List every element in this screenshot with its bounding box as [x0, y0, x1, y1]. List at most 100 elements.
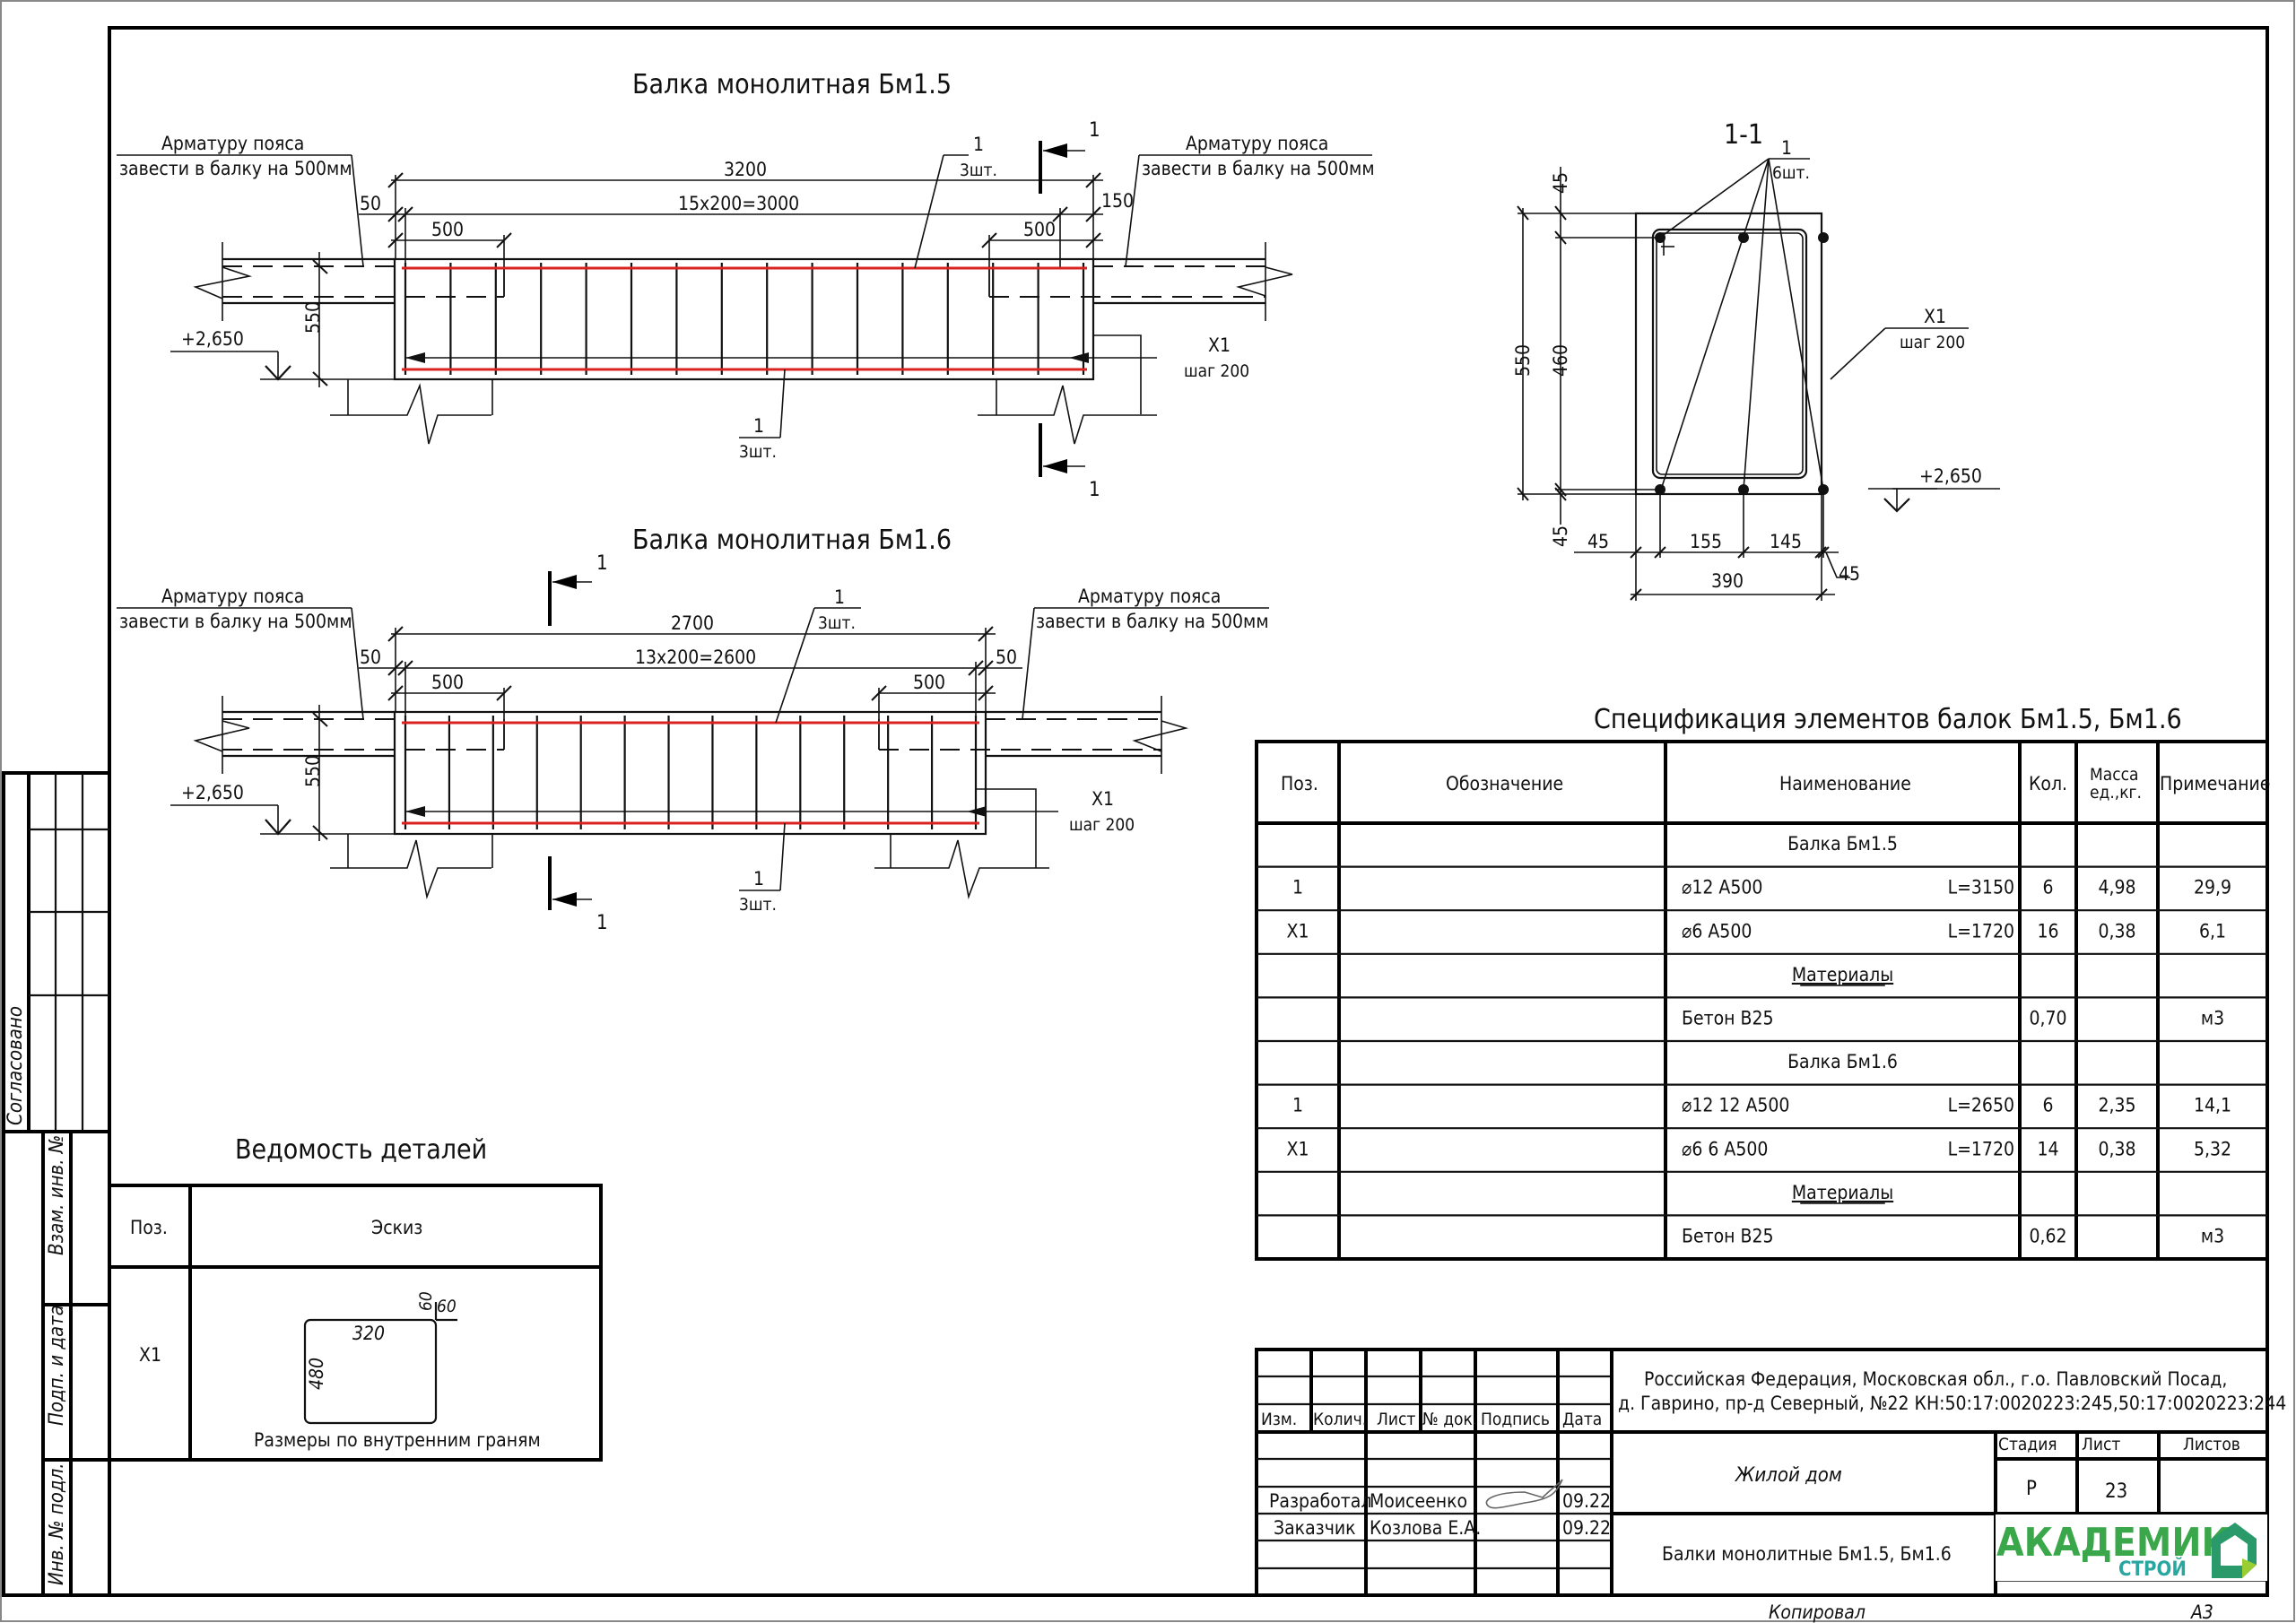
spec-cell-pos: 1 [1292, 877, 1303, 898]
spec-cell-mass: 0,38 [2098, 920, 2135, 942]
section-dim-height: 550 [1512, 344, 1534, 377]
section-stirrup-pos: Х1 [1924, 306, 1946, 327]
section-dim-cover-top: 45 [1550, 172, 1571, 194]
spec-cell-note: 29,9 [2194, 877, 2231, 898]
tb-sheet-title: Балки монолитные Бм1.5, Бм1.6 [1662, 1543, 1952, 1565]
tb-date-1: 09.22 [1562, 1490, 1611, 1512]
section-dim-inner: 460 [1550, 344, 1571, 377]
left-stamp: Согласовано Взам. инв. № Подп. и дата Ин… [2, 771, 111, 1597]
tb-stage-label: Стадия [1998, 1435, 2057, 1454]
beam2-dim-spacing: 13x200=2600 [635, 647, 756, 668]
tb-role-2: Заказчик [1274, 1517, 1356, 1539]
beam2-level: +2,650 [181, 782, 244, 803]
beam2-stirrups [404, 716, 978, 829]
tb-address-1: Российская Федерация, Московская обл., г… [1644, 1368, 2227, 1390]
spec-cell-name: Материалы [1792, 1182, 1893, 1203]
spec-row: Материалы [1792, 964, 1893, 986]
beam1-top-bar-pos: 1 [973, 134, 984, 155]
logo-main-text: АКАДЕМИК [1996, 1520, 2231, 1566]
spec-cell-name: Балка Бм1.6 [1787, 1051, 1898, 1072]
tb-role-1: Разработал [1269, 1490, 1371, 1512]
sign-date-label: Подп. и дата [46, 1305, 68, 1426]
beam2-dim-left-anchor: 500 [431, 672, 464, 693]
beam1-dim-spacing: 15x200=3000 [678, 193, 799, 214]
spec-cell-name: ⌀6 6 А500 [1682, 1138, 1768, 1159]
beam1-note-right-1: Арматуру пояса [1186, 133, 1328, 154]
spec-cell-name: Материалы [1792, 964, 1893, 985]
section-1-1: 1-1 1 6шт. Х1 шаг 200 550 [1512, 119, 2000, 601]
details-hook-2: 60 [437, 1297, 457, 1316]
spec-cell-note: 5,32 [2194, 1138, 2231, 1159]
spec-row: Балка Бм1.6 [1787, 1051, 1898, 1072]
beam2-bottom-bar-pos: 1 [753, 868, 764, 890]
beam1-stirrup-step: шаг 200 [1184, 361, 1249, 381]
spec-table: Спецификация элементов балок Бм1.5, Бм1.… [1255, 704, 2270, 1261]
beam2-dim-right-offset: 50 [996, 647, 1017, 668]
beam2-bottom-bar-qty: 3шт. [739, 895, 777, 915]
spec-cell-qty: 6 [2042, 877, 2053, 898]
beam2-section-bottom: 1 [596, 912, 608, 934]
spec-row: Балка Бм1.5 [1787, 833, 1898, 855]
tb-header-sign: Подпись [1481, 1410, 1550, 1429]
spec-header-note: Примечание [2160, 773, 2270, 794]
house-logo-icon [2212, 1523, 2257, 1578]
tb-sheet-label: Лист [2082, 1435, 2120, 1454]
beam2-stirrup-pos: Х1 [1091, 788, 1114, 810]
beam1-dim-total: 3200 [724, 159, 767, 180]
replace-inv-label: Взам. инв. № [46, 1135, 68, 1255]
beam2-dim-left-offset: 50 [360, 647, 381, 668]
spec-cell-name: ⌀12 А500 [1682, 877, 1762, 898]
beam2-note-right-2: завести в балку на 500мм [1036, 611, 1269, 632]
tb-header-ndoc: № док. [1422, 1410, 1477, 1429]
details-hook-1: 60 [416, 1291, 436, 1311]
tb-address-2: д. Гаврино, пр-д Северный, №22 КН:50:17:… [1618, 1393, 2286, 1414]
inv-orig-label: Инв. № подл. [46, 1462, 68, 1585]
beam2-dim-height: 550 [302, 755, 324, 787]
spec-cell-pos: Х1 [1287, 1138, 1309, 1159]
spec-cell-mass: 4,98 [2098, 877, 2135, 898]
details-title: Ведомость деталей [235, 1134, 487, 1166]
spec-cell-name: ⌀6 А500 [1682, 920, 1752, 942]
spec-cell-pos: Х1 [1287, 920, 1309, 942]
tb-header-izm: Изм. [1261, 1410, 1297, 1429]
beam2-dim-right-anchor: 500 [913, 672, 945, 693]
format-label: А3 [2190, 1601, 2213, 1623]
beam2-body [393, 710, 987, 836]
section-dim-w4: 45 [1839, 563, 1860, 585]
spec-header-mass-2: ед.,кг. [2090, 783, 2142, 803]
beam2-stirrup-step: шаг 200 [1069, 815, 1135, 835]
spec-cell-note: м3 [2201, 1226, 2224, 1247]
beam2-dim-total: 2700 [671, 612, 714, 634]
beam-bm16-elevation: Балка монолитная Бм1.6 Арматуру пояса за… [117, 525, 1269, 934]
section-dim-w2: 155 [1690, 531, 1722, 552]
spec-cell-mass: 0,38 [2098, 1138, 2135, 1159]
tb-header-date: Дата [1562, 1410, 1602, 1429]
beam1-dim-left-anchor: 500 [431, 219, 464, 240]
beam1-stirrup-pos: Х1 [1208, 334, 1231, 356]
company-logo: АКАДЕМИК СТРОЙ [1996, 1515, 2267, 1581]
spec-cell-qty: 0,62 [2029, 1226, 2066, 1247]
details-row-pos: Х1 [139, 1344, 161, 1366]
beam1-top-bar-qty: 3шт. [960, 161, 997, 180]
details-note: Размеры по внутренним граням [254, 1429, 541, 1451]
beam2-note-left-1: Арматуру пояса [161, 586, 304, 607]
beam1-stirrups [404, 263, 1085, 375]
beam1-bottom-bar-qty: 3шт. [739, 442, 777, 462]
spec-cell-note: 14,1 [2194, 1095, 2231, 1116]
spec-cell-name: ⌀12 12 А500 [1682, 1095, 1789, 1116]
spec-cell-qty: 6 [2042, 1095, 2053, 1116]
agreed-label: Согласовано [4, 1006, 27, 1125]
tb-stage: Р [2026, 1478, 2037, 1500]
tb-sheets-label: Листов [2183, 1435, 2240, 1454]
spec-cell-note: 6,1 [2199, 920, 2226, 942]
logo-sub-text: СТРОЙ [2118, 1558, 2187, 1581]
beam1-section-top: 1 [1089, 119, 1100, 142]
details-dim-width: 320 [352, 1323, 385, 1344]
spec-header-name: Наименование [1779, 773, 1911, 794]
beam2-top-bar-qty: 3шт. [818, 613, 856, 633]
